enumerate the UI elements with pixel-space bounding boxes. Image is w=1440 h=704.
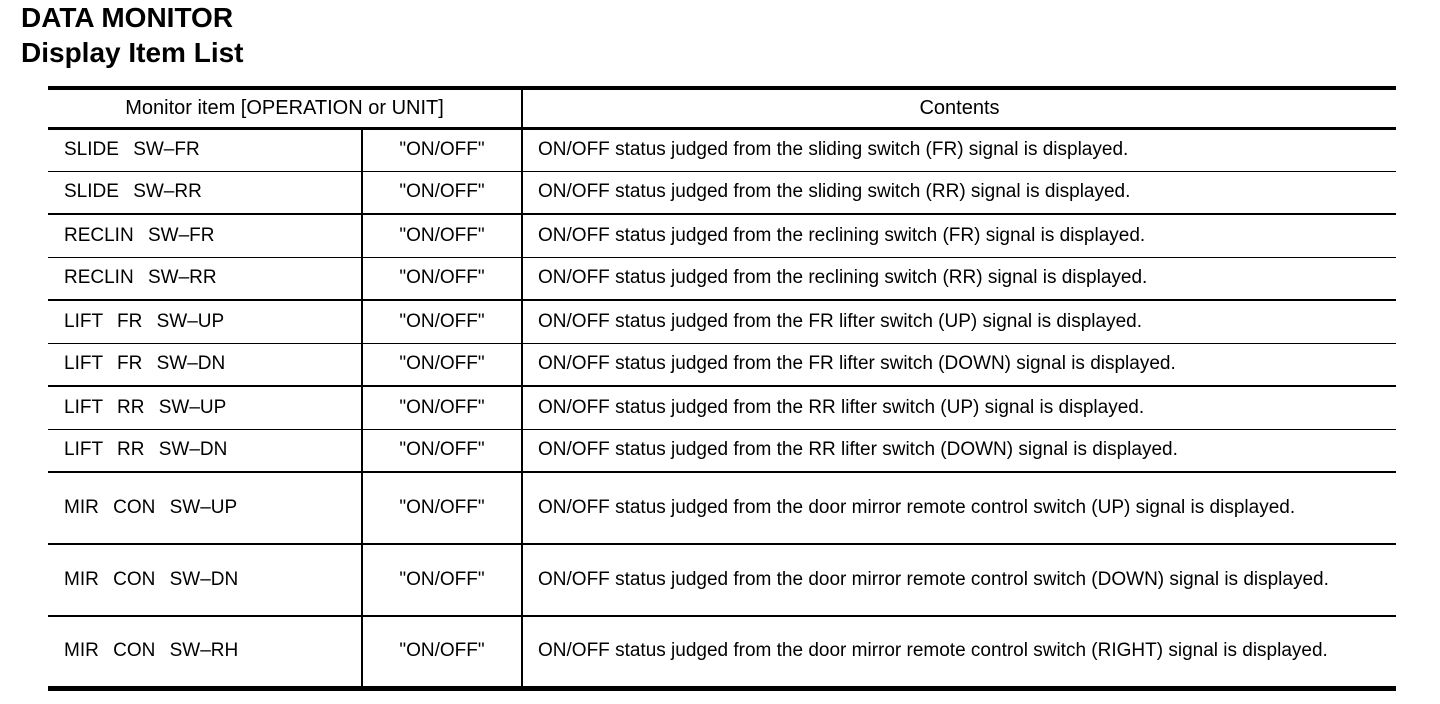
- table-row: MIR CON SW–DN "ON/OFF" ON/OFF status jud…: [48, 544, 1397, 616]
- monitor-item-cell: RECLIN SW–RR: [48, 257, 363, 300]
- operation-cell: "ON/OFF": [362, 300, 524, 343]
- display-item-list-table: Monitor item [OPERATION or UNIT] Content…: [48, 86, 1397, 691]
- contents-cell: ON/OFF status judged from the sliding sw…: [538, 139, 1129, 160]
- monitor-item-cell: SLIDE SW–RR: [48, 171, 363, 214]
- table-row: RECLIN SW–RR "ON/OFF" ON/OFF status judg…: [48, 257, 1397, 300]
- table-row: LIFT FR SW–UP "ON/OFF" ON/OFF status jud…: [48, 300, 1397, 343]
- table-row: MIR CON SW–UP "ON/OFF" ON/OFF status jud…: [48, 472, 1397, 544]
- contents-cell: ON/OFF status judged from the sliding sw…: [538, 181, 1131, 203]
- table-row: SLIDE SW–FR "ON/OFF" ON/OFF status judge…: [48, 128, 1397, 171]
- table-row: LIFT FR SW–DN "ON/OFF" ON/OFF status jud…: [48, 343, 1397, 386]
- table-row: MIR CON SW–RH "ON/OFF" ON/OFF status jud…: [48, 616, 1396, 688]
- operation-cell: "ON/OFF": [362, 257, 524, 300]
- contents-cell: ON/OFF status judged from the RR lifter …: [538, 396, 1145, 418]
- operation-cell: "ON/OFF": [362, 128, 524, 171]
- table-row: RECLIN SW–FR "ON/OFF" ON/OFF status judg…: [48, 214, 1397, 257]
- operation-cell: "ON/OFF": [362, 616, 524, 688]
- monitor-item-cell: MIR CON SW–RH: [48, 616, 363, 688]
- contents-cell: ON/OFF status judged from the RR lifter …: [538, 439, 1178, 461]
- monitor-item-cell: RECLIN SW–FR: [48, 214, 363, 257]
- page-title: DATA MONITOR: [21, 2, 234, 33]
- table-row: SLIDE SW–RR "ON/OFF" ON/OFF status judge…: [48, 171, 1397, 214]
- operation-cell: "ON/OFF": [362, 386, 524, 429]
- contents-cell: ON/OFF status judged from the FR lifter …: [538, 310, 1142, 332]
- operation-cell: "ON/OFF": [362, 544, 524, 616]
- monitor-item-cell: SLIDE SW–FR: [48, 128, 363, 171]
- contents-cell: ON/OFF status judged from the FR lifter …: [538, 353, 1176, 375]
- monitor-item-cell: LIFT FR SW–UP: [48, 300, 363, 343]
- operation-cell: "ON/OFF": [362, 472, 524, 544]
- operation-cell: "ON/OFF": [362, 171, 524, 214]
- header-contents: Contents: [919, 96, 1000, 119]
- operation-cell: "ON/OFF": [362, 343, 524, 386]
- page-subtitle: Display Item List: [21, 37, 244, 68]
- operation-cell: "ON/OFF": [362, 429, 524, 472]
- monitor-item-cell: LIFT RR SW–UP: [48, 386, 363, 429]
- contents-cell: ON/OFF status judged from the reclining …: [538, 224, 1146, 246]
- table-header-row: Monitor item [OPERATION or UNIT] Content…: [48, 88, 1397, 128]
- contents-cell: ON/OFF status judged from the reclining …: [538, 267, 1148, 289]
- monitor-item-cell: MIR CON SW–UP: [48, 472, 363, 544]
- contents-cell: ON/OFF status judged from the door mirro…: [538, 640, 1328, 662]
- table-row: LIFT RR SW–UP "ON/OFF" ON/OFF status jud…: [48, 386, 1397, 429]
- monitor-item-cell: LIFT RR SW–DN: [48, 429, 363, 472]
- monitor-item-cell: MIR CON SW–DN: [48, 544, 363, 616]
- table-row: LIFT RR SW–DN "ON/OFF" ON/OFF status jud…: [48, 429, 1397, 472]
- operation-cell: "ON/OFF": [362, 214, 524, 257]
- header-monitor-item: Monitor item [OPERATION or UNIT]: [48, 88, 524, 128]
- monitor-item-cell: LIFT FR SW–DN: [48, 343, 363, 386]
- contents-cell: ON/OFF status judged from the door mirro…: [538, 569, 1329, 590]
- contents-cell: ON/OFF status judged from the door mirro…: [538, 497, 1296, 518]
